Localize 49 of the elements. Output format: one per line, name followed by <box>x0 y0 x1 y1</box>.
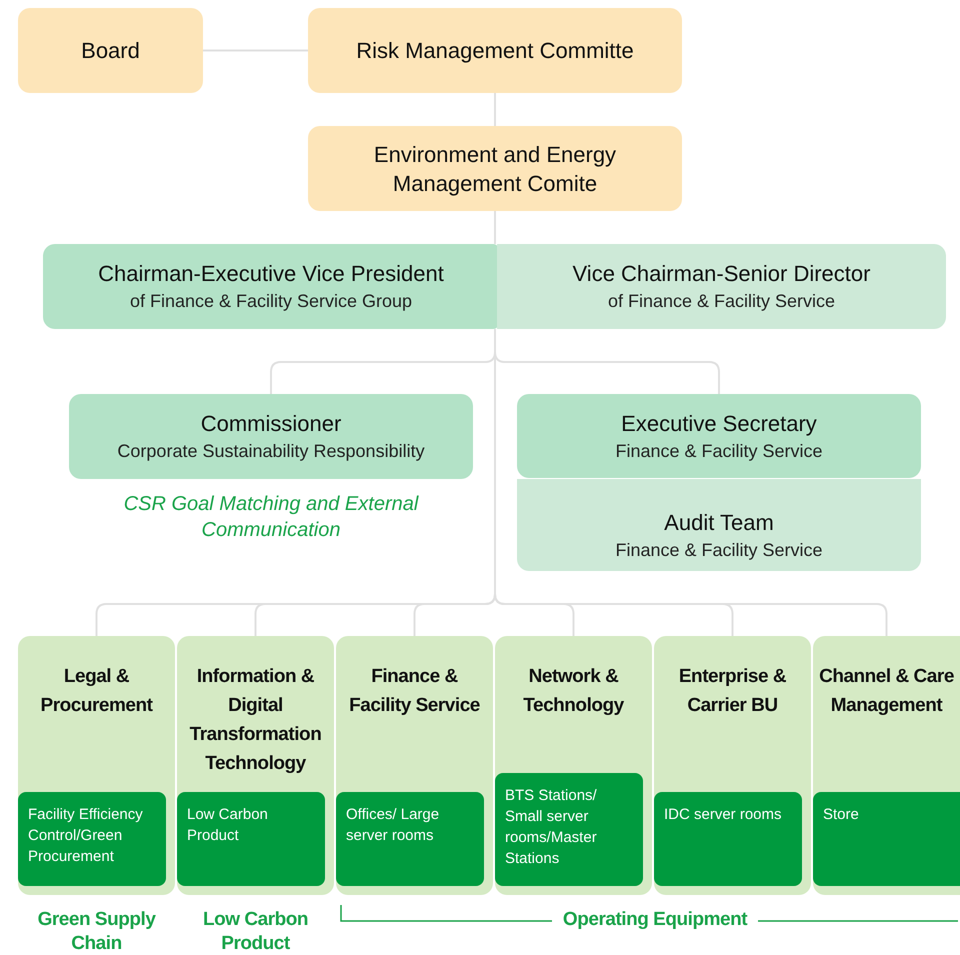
role-box <box>43 244 499 329</box>
department-name: Network & Technology <box>522 665 625 718</box>
node-caption: CSR Goal Matching and External Communication <box>122 492 420 543</box>
box-title: Environment and Energy Management Comite <box>372 140 618 198</box>
committee-box <box>308 126 682 211</box>
box-subtitle: of Finance & Facility Service <box>606 290 836 313</box>
department-box <box>18 636 175 895</box>
group-label: Green Supply Chain <box>36 908 157 955</box>
box-title: Chairman-Executive Vice President <box>97 260 445 288</box>
box-subtitle: Corporate Sustainability Responsibility <box>116 440 426 463</box>
scope-box <box>654 792 802 886</box>
department-name: Legal & Procurement <box>40 665 154 718</box>
scope-text: Low Carbon Product <box>187 805 269 846</box>
box-title: Board <box>80 37 141 65</box>
scope-text: Store <box>823 805 859 825</box>
role-box <box>497 244 946 329</box>
role-box <box>517 479 921 571</box>
department-name: Enterprise & Carrier BU <box>678 665 788 718</box>
group-label: Operating Equipment <box>552 908 758 932</box>
role-box <box>517 394 921 478</box>
box-subtitle: Finance & Facility Service <box>614 538 824 562</box>
scope-text: BTS Stations/ Small server rooms/Master Stations <box>505 786 598 869</box>
scope-text: Facility Efficiency Control/Green Procurement <box>28 805 144 867</box>
scope-text: IDC server rooms <box>664 805 782 825</box>
box-title: Risk Management Committe <box>355 37 635 65</box>
scope-text: Offices/ Large server rooms <box>346 805 440 846</box>
department-name: Information & Digital Transformation Technology <box>188 665 322 776</box>
department-name: Finance & Facility Service <box>348 665 481 718</box>
department-box <box>177 636 334 895</box>
box-subtitle: Finance & Facility Service <box>614 440 824 463</box>
box-title: Commissioner <box>200 410 342 438</box>
scope-box <box>177 792 325 886</box>
department-box <box>495 636 652 895</box>
box-subtitle: of Finance & Facility Service Group <box>128 290 414 313</box>
department-box <box>813 636 960 895</box>
department-box <box>654 636 811 895</box>
box-title: Executive Secretary <box>620 410 818 438</box>
scope-box <box>813 792 960 886</box>
scope-box <box>18 792 166 886</box>
group-label: Low Carbon Product <box>202 908 310 955</box>
committee-box <box>308 8 682 93</box>
box-title: Vice Chairman-Senior Director <box>572 260 872 288</box>
committee-box <box>18 8 203 93</box>
box-title: Audit Team <box>663 508 775 536</box>
department-box <box>336 636 493 895</box>
scope-box <box>495 773 643 886</box>
scope-box <box>336 792 484 886</box>
department-name: Channel & Care Management <box>818 665 955 718</box>
role-box <box>69 394 473 479</box>
